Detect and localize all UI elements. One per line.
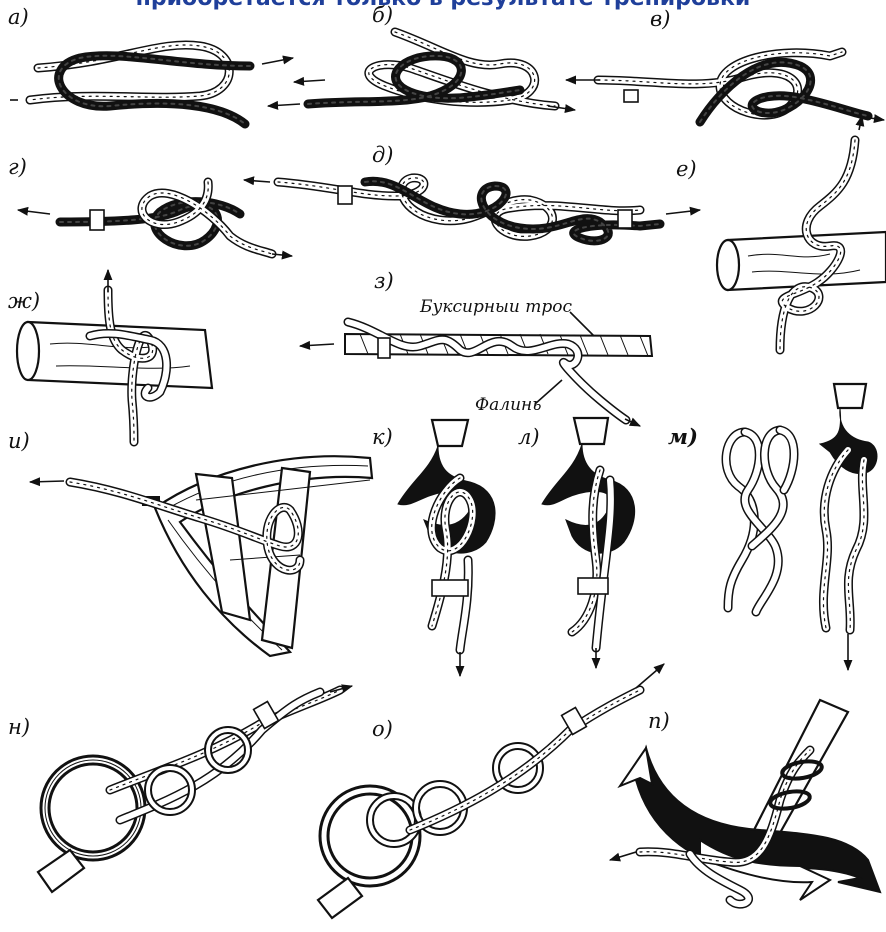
knot-d	[244, 178, 700, 241]
knot-zh	[17, 270, 212, 442]
knot-k	[398, 420, 495, 676]
panel-label-zh: ж)	[8, 289, 40, 313]
knot-i	[30, 456, 372, 656]
panel-label-o: о)	[372, 717, 393, 741]
knot-l	[542, 418, 635, 668]
annotation-painter: Фалинь	[475, 395, 541, 415]
knot-b	[294, 32, 575, 110]
panel-label-n: н)	[8, 715, 30, 739]
knot-e	[717, 116, 886, 350]
panel-label-l: л)	[518, 425, 540, 449]
panel-label-g: г)	[8, 155, 27, 179]
page-title: приобретается только в результате тренир…	[0, 0, 886, 11]
knot-a	[10, 45, 300, 124]
panel-label-i: и)	[8, 429, 30, 453]
knot-v	[566, 52, 884, 122]
knot-m	[726, 384, 877, 670]
annotation-tow-rope: Буксирныи трос	[419, 297, 572, 317]
panel-label-e: е)	[676, 157, 697, 181]
knot-n	[38, 686, 352, 892]
panel-label-p: п)	[648, 709, 670, 733]
panel-label-k: к)	[372, 425, 393, 449]
knot-o	[318, 664, 664, 918]
panel-label-d: д)	[372, 143, 394, 167]
panel-label-m: м)	[668, 424, 698, 449]
knot-g	[18, 182, 292, 256]
panel-label-z: з)	[374, 269, 394, 293]
